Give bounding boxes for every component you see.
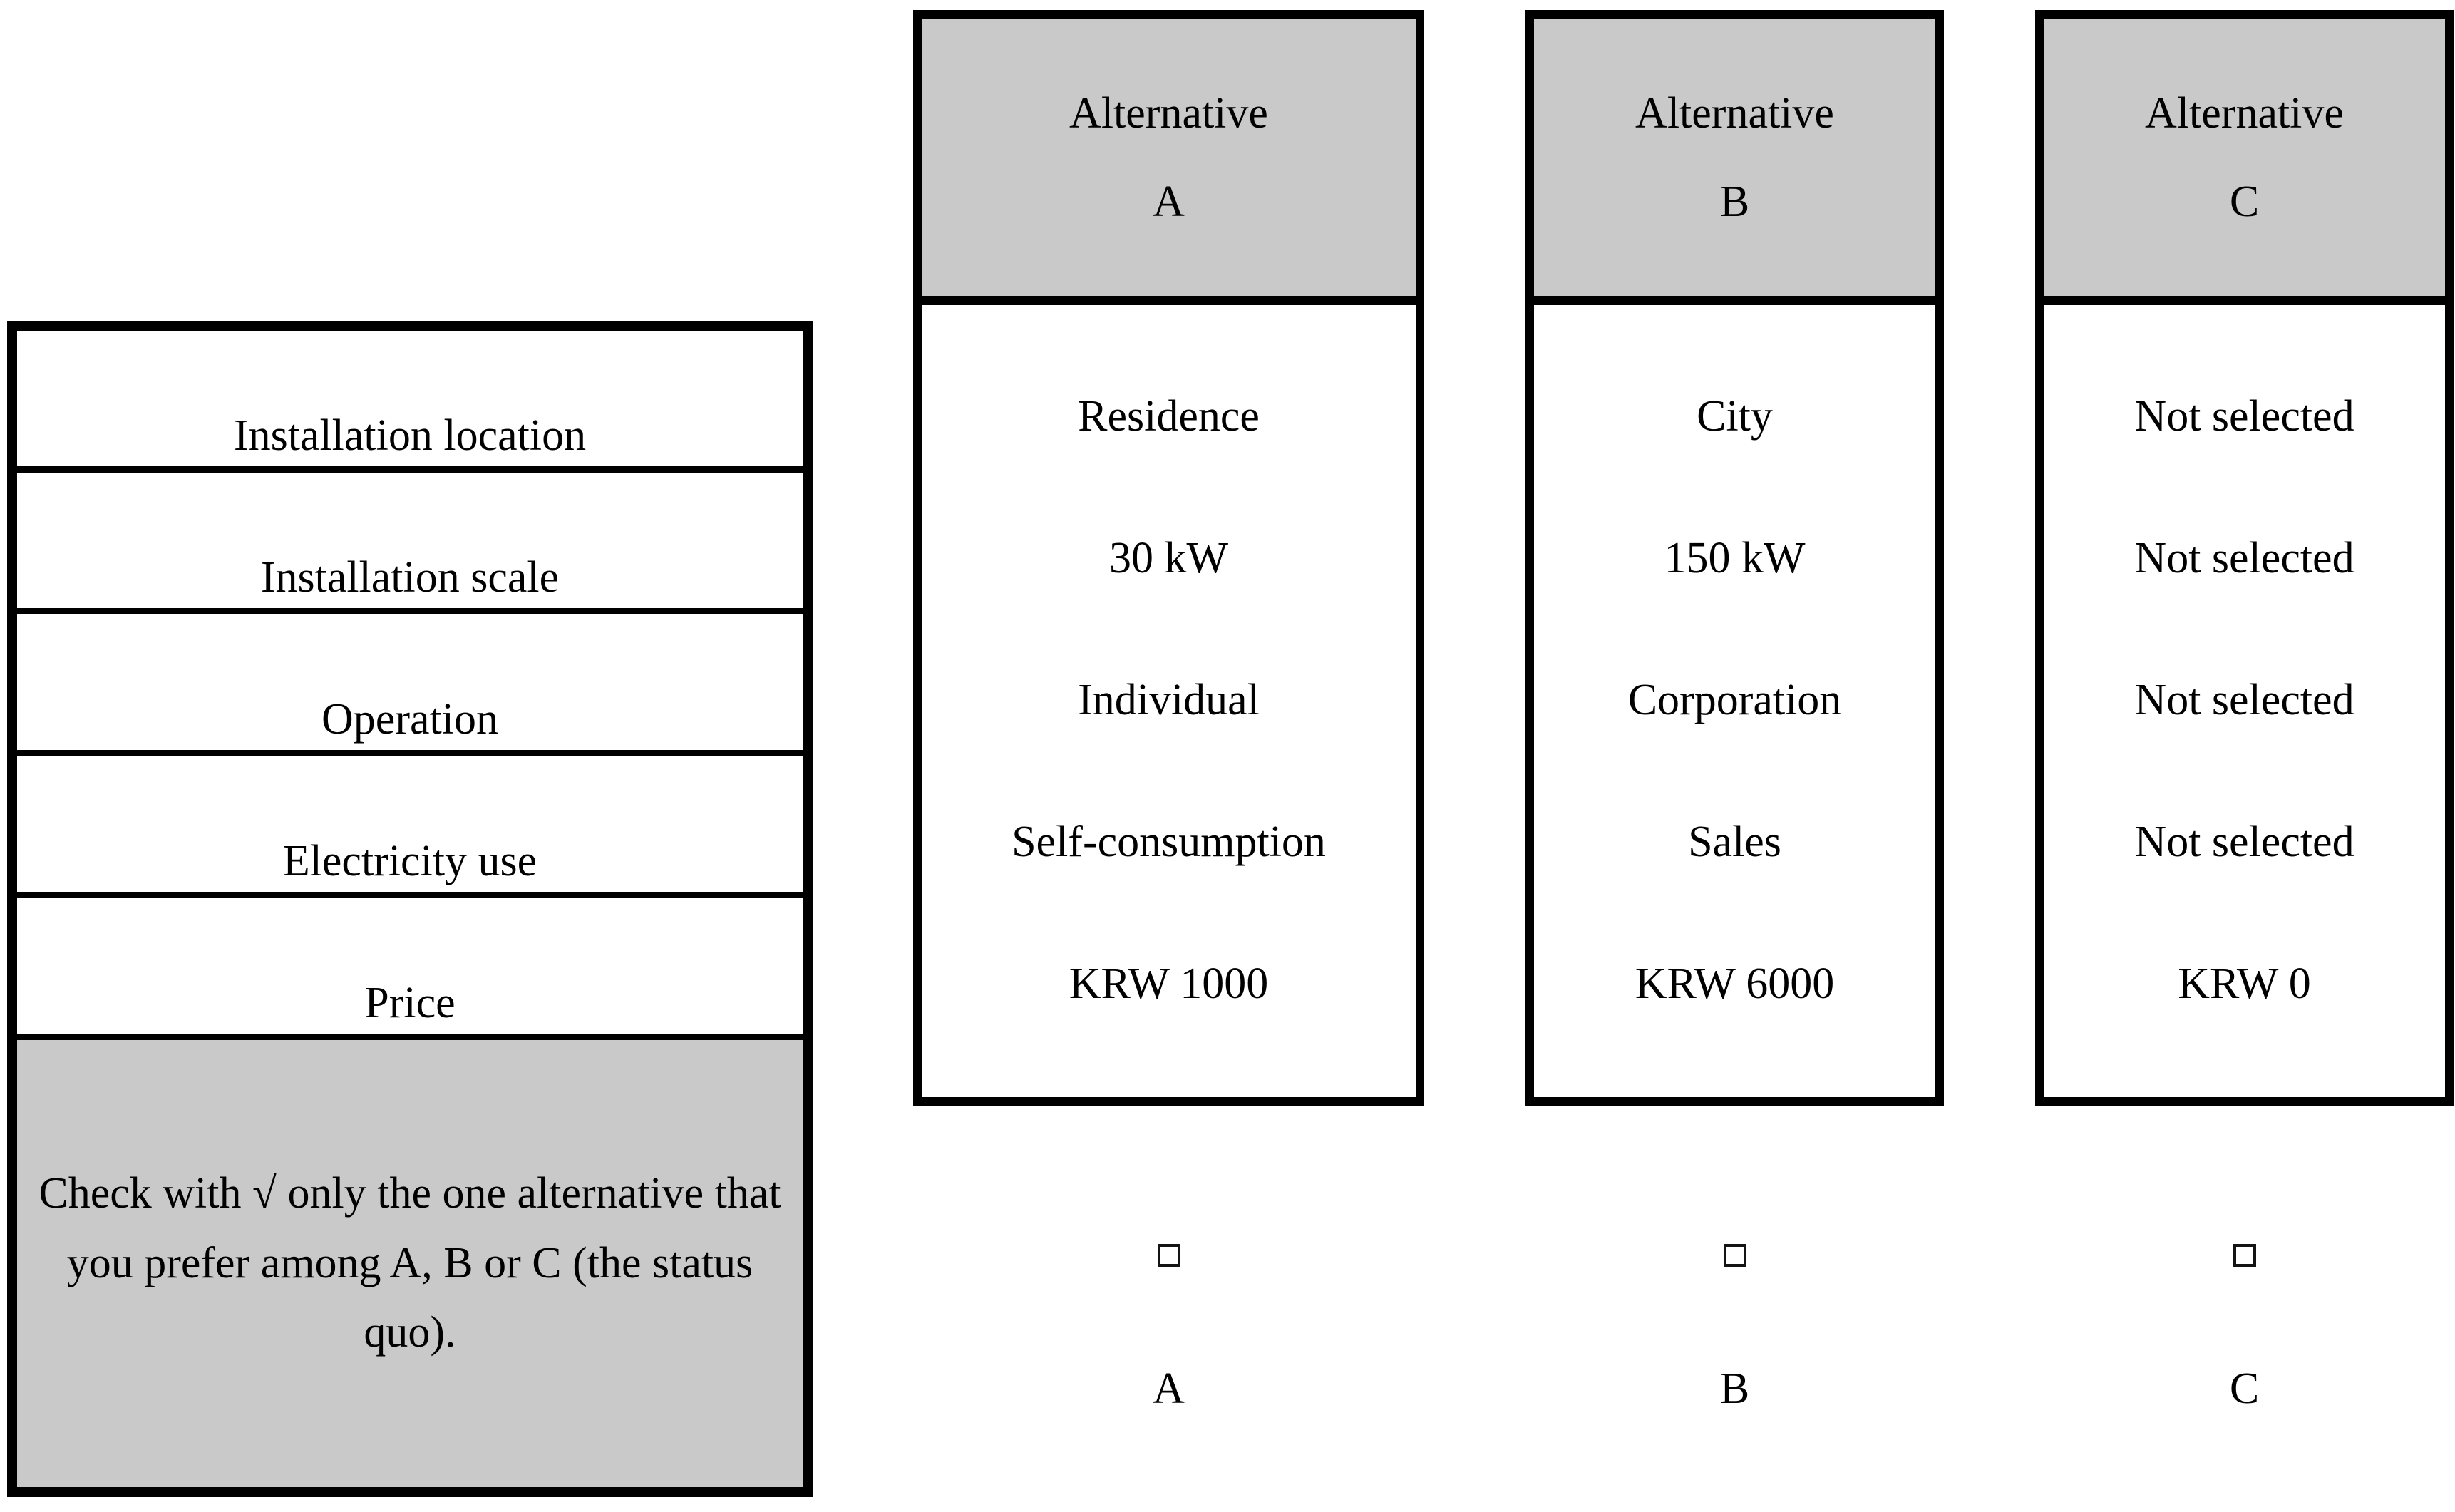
table-row: Not selected — [2044, 305, 2445, 447]
alternative-c-header-word: Alternative — [2145, 88, 2344, 138]
table-row: Individual — [922, 589, 1416, 731]
alternative-b-price: KRW 6000 — [1635, 960, 1835, 1008]
alternative-b-electricity-use: Sales — [1688, 818, 1781, 866]
table-row: Installation location — [17, 331, 803, 473]
alternative-b-operation: Corporation — [1627, 676, 1842, 724]
alternative-a-header-word: Alternative — [1069, 88, 1268, 138]
alternative-a-electricity-use: Self-consumption — [1012, 818, 1326, 866]
checkbox-c-icon[interactable] — [2233, 1244, 2256, 1267]
attribute-label-electricity-use: Electricity use — [282, 837, 537, 885]
attribute-label-operation: Operation — [321, 695, 498, 744]
alternative-a-operation: Individual — [1078, 676, 1260, 724]
attribute-label-installation-scale: Installation scale — [260, 553, 560, 602]
table-row: Not selected — [2044, 731, 2445, 873]
choice-label-c: C — [2229, 1364, 2260, 1413]
instruction-text: Check with √ only the one alternative th… — [38, 1168, 781, 1357]
table-row: Not selected — [2044, 447, 2445, 589]
alternative-a-header: Alternative A — [922, 19, 1416, 305]
alternative-c-operation: Not selected — [2134, 676, 2354, 724]
choice-label-a: A — [1153, 1364, 1185, 1413]
alternative-column-b: Alternative B City 150 kW Corporation Sa… — [1525, 10, 1944, 1106]
table-row: City — [1534, 305, 1935, 447]
table-row: KRW 0 — [2044, 873, 2445, 1014]
table-row: Electricity use — [17, 756, 803, 898]
table-row: Corporation — [1534, 589, 1935, 731]
alternative-a-header-letter: A — [1153, 177, 1185, 226]
alternative-b-installation-location: City — [1697, 392, 1773, 441]
attribute-label-price: Price — [364, 979, 456, 1027]
alternative-column-a: Alternative A Residence 30 kW Individual… — [913, 10, 1424, 1106]
instruction-cell: Check with √ only the one alternative th… — [17, 1040, 803, 1487]
alternative-b-body: City 150 kW Corporation Sales KRW 6000 — [1534, 305, 1935, 1097]
table-row: Operation — [17, 614, 803, 756]
alternative-c-body: Not selected Not selected Not selected N… — [2044, 305, 2445, 1097]
choice-option-c[interactable]: C — [2035, 1244, 2454, 1411]
alternative-a-price: KRW 1000 — [1069, 960, 1269, 1008]
table-row: KRW 1000 — [922, 873, 1416, 1014]
alternative-c-header-letter: C — [2229, 177, 2260, 226]
attribute-label-installation-location: Installation location — [233, 411, 587, 460]
alternative-c-electricity-use: Not selected — [2134, 818, 2354, 866]
table-row: Residence — [922, 305, 1416, 447]
alternative-c-price: KRW 0 — [2178, 960, 2311, 1008]
table-row: Not selected — [2044, 589, 2445, 731]
alternative-b-header-word: Alternative — [1635, 88, 1834, 138]
alternative-b-installation-scale: 150 kW — [1664, 534, 1806, 582]
table-row: Price — [17, 898, 803, 1040]
alternative-a-installation-location: Residence — [1078, 392, 1260, 441]
checkbox-a-icon[interactable] — [1157, 1244, 1180, 1267]
table-row: Installation scale — [17, 473, 803, 614]
choice-option-a[interactable]: A — [913, 1244, 1424, 1411]
table-row: KRW 6000 — [1534, 873, 1935, 1014]
checkbox-b-icon[interactable] — [1723, 1244, 1746, 1267]
alternative-c-installation-location: Not selected — [2134, 392, 2354, 441]
alternative-a-body: Residence 30 kW Individual Self-consumpt… — [922, 305, 1416, 1097]
choice-option-b[interactable]: B — [1525, 1244, 1944, 1411]
alternative-c-header: Alternative C — [2044, 19, 2445, 305]
alternative-b-header-letter: B — [1719, 177, 1750, 226]
table-row: 150 kW — [1534, 447, 1935, 589]
table-row: Self-consumption — [922, 731, 1416, 873]
choice-label-b: B — [1719, 1364, 1750, 1413]
table-row: 30 kW — [922, 447, 1416, 589]
table-row: Sales — [1534, 731, 1935, 873]
alternative-a-installation-scale: 30 kW — [1108, 534, 1229, 582]
attribute-table: Installation location Installation scale… — [7, 321, 813, 1497]
alternative-column-c: Alternative C Not selected Not selected … — [2035, 10, 2454, 1106]
alternative-c-installation-scale: Not selected — [2134, 534, 2354, 582]
alternative-b-header: Alternative B — [1534, 19, 1935, 305]
